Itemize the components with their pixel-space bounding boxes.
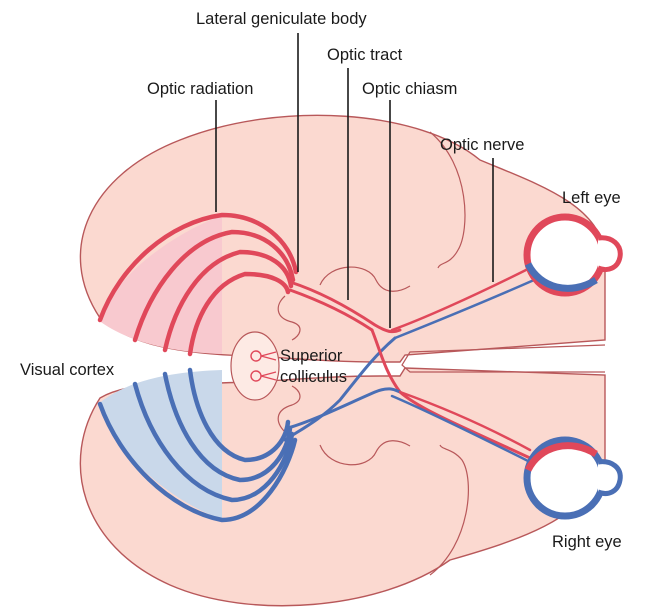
label-optic-radiation: Optic radiation — [147, 80, 253, 98]
label-right-eye: Right eye — [552, 533, 622, 551]
label-visual-cortex: Visual cortex — [20, 361, 115, 379]
label-left-eye: Left eye — [562, 189, 621, 207]
label-optic-chiasm: Optic chiasm — [362, 80, 457, 98]
label-superior-colliculus-line2: colliculus — [280, 368, 347, 386]
left-eye — [527, 217, 620, 293]
label-optic-nerve: Optic nerve — [440, 136, 524, 154]
label-superior-colliculus-line1: Superior — [280, 347, 343, 365]
label-optic-tract: Optic tract — [327, 46, 403, 64]
brain-outline — [80, 115, 605, 605]
label-lateral-geniculate-body: Lateral geniculate body — [196, 10, 367, 28]
superior-colliculus — [231, 332, 279, 400]
right-eye — [527, 440, 620, 516]
